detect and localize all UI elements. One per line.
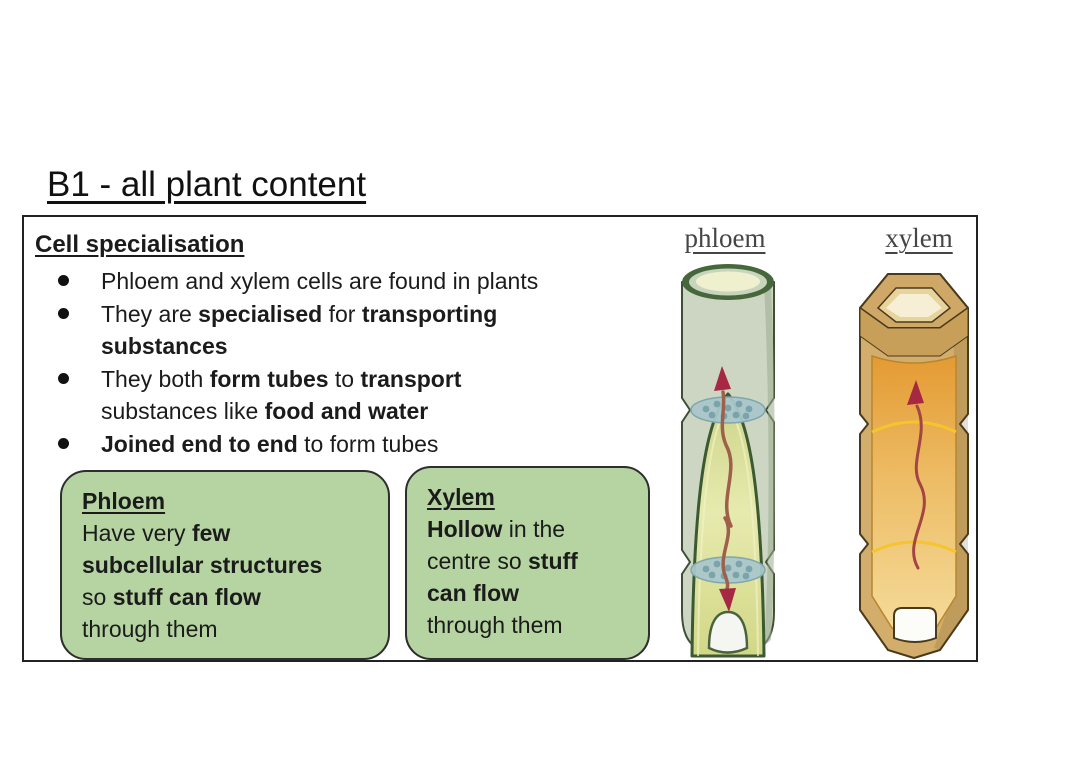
bullet-text: Joined end to end to form tubes xyxy=(101,430,439,457)
phloem-flow-arrow-down xyxy=(719,516,736,612)
phloem-diagram xyxy=(681,264,775,658)
bullet-text: Phloem and xylem cells are found in plan… xyxy=(101,268,539,294)
bullet-dot xyxy=(58,275,69,286)
xylem-diagram xyxy=(859,273,969,659)
bullet-item: Joined end to end to form tubes xyxy=(58,428,538,461)
bullet-item: Phloem and xylem cells are found in plan… xyxy=(58,265,538,298)
xylem-flow-arrow-up xyxy=(907,380,926,570)
xylem-card-title: Xylem xyxy=(427,484,495,510)
page-title: B1 - all plant content xyxy=(47,165,367,205)
bullet-dot xyxy=(58,307,69,319)
phloem-card-title: Phloem xyxy=(82,488,166,514)
bullet-list: Phloem and xylem cells are found in plan… xyxy=(58,265,538,460)
phloem-bottom-opening xyxy=(707,610,749,654)
xylem-hollow-interior xyxy=(871,354,957,637)
xylem-bottom-opening xyxy=(893,607,937,643)
xylem-joint-line-upper xyxy=(871,420,957,434)
content-box: Cell specialisation Phloem and xylem cel… xyxy=(22,215,978,662)
phloem-diagram-label: phloem xyxy=(684,223,766,253)
bullet-dot xyxy=(58,437,69,449)
xylem-diagram-label: xylem xyxy=(885,223,953,253)
phloem-flow-arrow-up xyxy=(714,366,733,528)
section-heading: Cell specialisation xyxy=(35,231,245,258)
sieve-plate-upper xyxy=(690,396,766,424)
phloem-top-opening xyxy=(682,264,774,300)
xylem-top-hexagon xyxy=(859,273,969,357)
bullet-dot xyxy=(58,372,69,384)
